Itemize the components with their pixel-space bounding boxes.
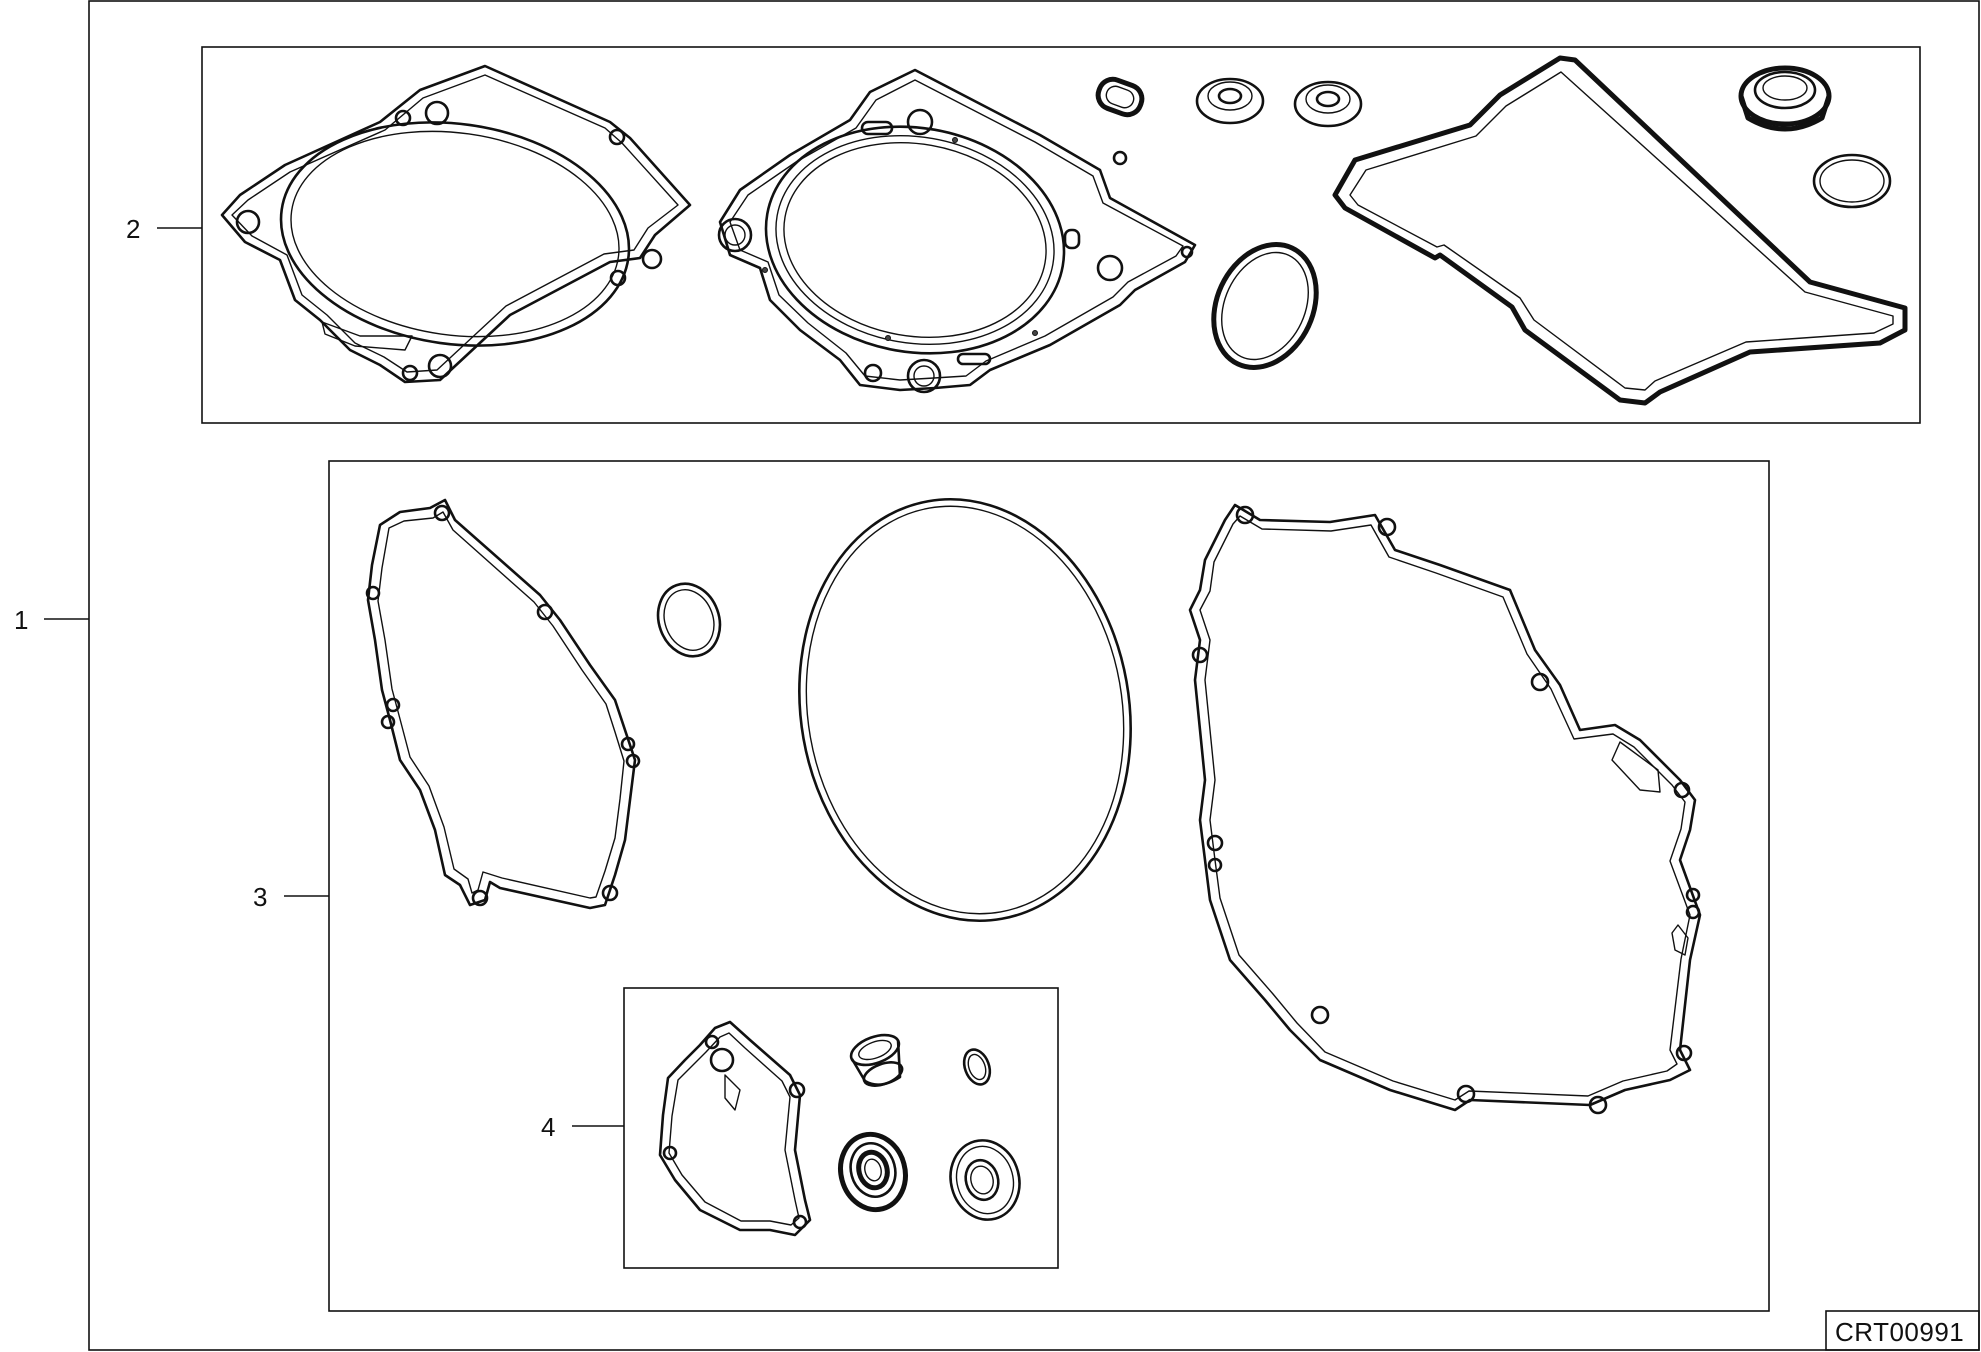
spark-plug-seal-right (1293, 80, 1363, 128)
clutch-cover-o-ring (798, 497, 1132, 923)
water-pump-cover-gasket (658, 1020, 812, 1237)
callout-label-3: 3 (253, 882, 267, 912)
small-o-ring-top (1812, 153, 1892, 209)
clutch-cover-gasket (1188, 503, 1702, 1115)
ignition-cover-gasket (365, 498, 641, 910)
reference-code-box (1825, 1310, 1980, 1351)
spark-plug-seal-left (1195, 77, 1265, 125)
frame-set-4 (623, 987, 1059, 1269)
callout-label-1: 1 (14, 605, 28, 635)
water-pump-shaft-seal-right (949, 1139, 1021, 1221)
small-o-ring-middle (656, 582, 722, 658)
grommet-seal (1095, 76, 1145, 118)
reference-code: CRT00991 (1835, 1317, 1964, 1347)
frame-set-3 (328, 460, 1770, 1312)
callout-label-4: 4 (541, 1112, 555, 1142)
cylinder-head-gasket (717, 68, 1197, 394)
crank-seal (1738, 65, 1832, 132)
small-o-ring-pump (962, 1048, 992, 1086)
frame-set-2 (201, 46, 1921, 424)
water-pump-bushing (849, 1033, 904, 1087)
cylinder-base-gasket (220, 64, 692, 384)
valve-cover-gasket (1332, 55, 1908, 406)
large-o-ring (1211, 242, 1319, 370)
callout-label-2: 2 (126, 214, 140, 244)
water-pump-shaft-seal-left (838, 1131, 908, 1213)
frame-set-1 (88, 0, 1980, 1351)
